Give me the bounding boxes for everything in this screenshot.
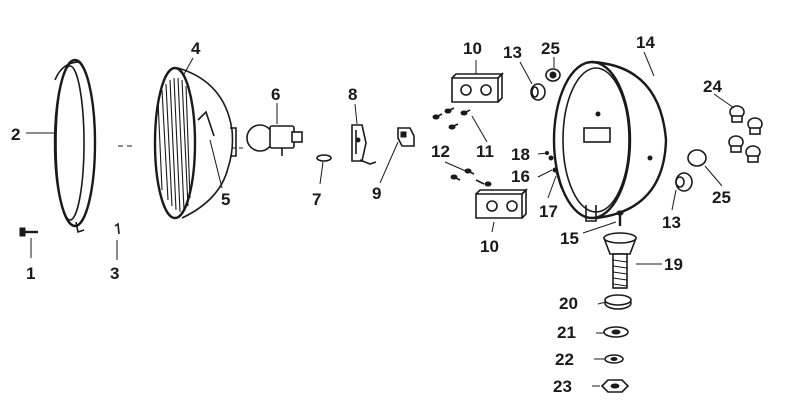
part-connector	[397, 127, 415, 147]
part-lamp-unit	[153, 66, 237, 220]
label-part-17: 17	[539, 202, 558, 221]
part-screw-1	[19, 227, 38, 237]
part-mounting-block-upper	[451, 72, 504, 103]
part-plug-upper	[545, 68, 561, 82]
label-part-5: 5	[221, 190, 230, 209]
label-part-9: 9	[372, 184, 381, 203]
label-part-21: 21	[557, 323, 576, 342]
label-part-25-upper: 25	[541, 39, 560, 58]
label-part-2: 2	[11, 125, 20, 144]
label-part-22: 22	[555, 350, 574, 369]
label-part-7: 7	[312, 190, 321, 209]
label-part-12: 12	[431, 142, 450, 161]
assembly-axis-lines	[118, 145, 244, 149]
part-washers-nut	[600, 294, 632, 393]
part-bulb-holder	[351, 124, 377, 165]
part-bulb	[246, 124, 303, 156]
label-part-20: 20	[559, 294, 578, 313]
label-part-8: 8	[348, 85, 357, 104]
label-part-18: 18	[511, 145, 530, 164]
label-part-11: 11	[476, 142, 494, 161]
label-part-15: 15	[560, 229, 579, 248]
part-screws-11-12	[432, 107, 492, 187]
part-screw-15	[616, 210, 624, 226]
label-part-3: 3	[110, 264, 119, 283]
label-part-6: 6	[271, 85, 280, 104]
label-part-23: 23	[553, 377, 572, 396]
label-part-13-upper: 13	[503, 43, 522, 62]
part-small-bulbs	[728, 105, 763, 163]
part-grommet-upper	[530, 83, 546, 101]
label-part-16: 16	[511, 167, 530, 186]
part-washer-7	[316, 154, 332, 162]
label-part-10-upper: 10	[463, 39, 482, 58]
label-part-10-lower: 10	[480, 237, 499, 256]
label-part-24: 24	[703, 77, 722, 96]
leader-lines	[26, 51, 735, 387]
label-part-13-lower: 13	[662, 213, 681, 232]
part-bezel-ring	[53, 58, 97, 234]
part-plug-right	[687, 149, 707, 167]
label-part-4: 4	[191, 39, 201, 58]
label-part-1: 1	[26, 264, 35, 283]
label-part-25-right: 25	[712, 188, 731, 207]
label-part-19: 19	[664, 255, 683, 274]
part-housing-shell	[552, 60, 668, 222]
label-part-14: 14	[636, 33, 655, 52]
part-mounting-block-lower	[475, 188, 528, 219]
part-mounting-stud	[602, 232, 638, 289]
part-grommet-lower	[675, 172, 693, 192]
part-clip-3	[114, 222, 120, 235]
